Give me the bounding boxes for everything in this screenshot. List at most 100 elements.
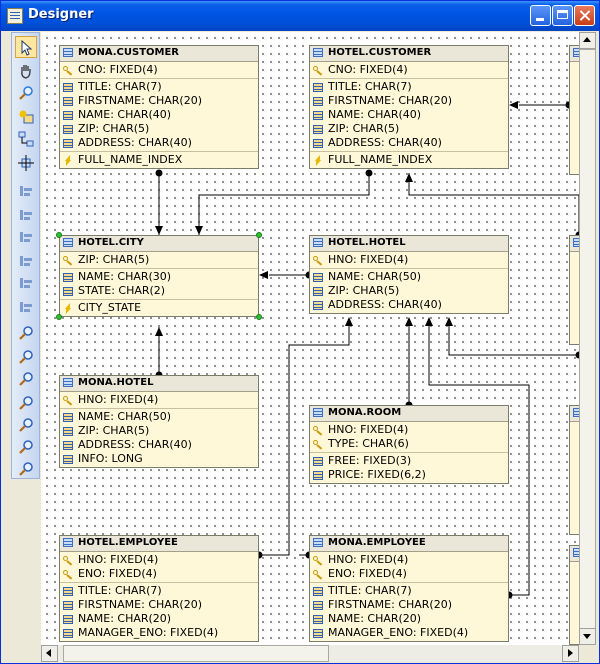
field-row[interactable]: CITY_STATE: [60, 301, 258, 315]
entity-header[interactable]: MONA.ROOM: [310, 406, 508, 422]
field-row[interactable]: NAME: CHAR(40): [310, 108, 508, 122]
field-row[interactable]: NAME: CHAR(20): [310, 612, 508, 626]
entity-header[interactable]: MONA.EMPLOYEE: [310, 536, 508, 552]
vertical-scrollbar[interactable]: [579, 32, 596, 645]
field-row[interactable]: NAME: CHAR(20): [60, 612, 258, 626]
horizontal-scroll-thumb[interactable]: [63, 645, 329, 662]
field-row[interactable]: CNO: FIXED(4): [60, 63, 258, 77]
add-relation-icon[interactable]: [15, 128, 37, 150]
field-row[interactable]: FIRSTNAME: CHAR(20): [310, 598, 508, 612]
zoom-icon[interactable]: [15, 82, 37, 104]
selection-handle[interactable]: [256, 232, 262, 238]
entity-header[interactable]: MONA.CUSTOMER: [60, 46, 258, 62]
field-row[interactable]: ZIP: CHAR(5): [310, 284, 508, 298]
field-row[interactable]: TITLE: CHAR(7): [310, 584, 508, 598]
maximize-button[interactable]: [552, 5, 573, 26]
zoom-page-icon[interactable]: [15, 458, 37, 480]
align-top-icon[interactable]: [15, 250, 37, 272]
field-row[interactable]: NAME: CHAR(50): [310, 270, 508, 284]
scroll-left-button[interactable]: [41, 645, 58, 662]
pointer-icon[interactable]: [15, 36, 37, 58]
hand-icon[interactable]: [15, 60, 37, 82]
field-row[interactable]: TITLE: CHAR(7): [310, 80, 508, 94]
field-row[interactable]: NAME: CHAR(50): [60, 410, 258, 424]
minimize-button[interactable]: [530, 5, 551, 26]
field-row[interactable]: TYPE: CHAR(6): [310, 437, 508, 451]
field-row[interactable]: ADDRESS: CHAR(40): [60, 136, 258, 150]
field-row[interactable]: HNO: FIXED(4): [310, 423, 508, 437]
field-row[interactable]: ZIP: CHAR(5): [60, 424, 258, 438]
entity-header[interactable]: HOTEL.EMPLOYEE: [60, 536, 258, 552]
vertical-scroll-thumb[interactable]: [579, 49, 596, 631]
field-row[interactable]: HNO: FIXED(4): [310, 253, 508, 267]
field-row[interactable]: ZIP: CHAR(5): [60, 122, 258, 136]
relation-line[interactable]: [259, 323, 350, 556]
field-row[interactable]: NAME: CHAR(30): [60, 270, 258, 284]
horizontal-scrollbar[interactable]: [41, 645, 579, 662]
field-row[interactable]: FIRSTNAME: CHAR(20): [310, 94, 508, 108]
field-row[interactable]: MANAGER_ENO: FIXED(4): [310, 626, 508, 640]
zoom-width-icon[interactable]: [15, 414, 37, 436]
entity-header[interactable]: HOTEL.CUSTOMER: [310, 46, 508, 62]
selection-handle[interactable]: [256, 314, 262, 320]
entity-header[interactable]: HOTEL.CITY: [60, 236, 258, 252]
field-row[interactable]: ENO: FIXED(4): [60, 567, 258, 581]
align-bottom-icon[interactable]: [15, 296, 37, 318]
zoom-fit-icon[interactable]: [15, 368, 37, 390]
field-row[interactable]: HNO: FIXED(4): [60, 393, 258, 407]
field-row[interactable]: MANAGER_ENO: FIXED(4): [60, 626, 258, 640]
field-row[interactable]: FIRSTNAME: CHAR(20): [60, 94, 258, 108]
align-center-icon[interactable]: [15, 204, 37, 226]
field-row[interactable]: TITLE: CHAR(7): [60, 584, 258, 598]
field-row[interactable]: FULL_NAME_INDEX: [60, 153, 258, 167]
selection-handle[interactable]: [56, 314, 62, 320]
field-row[interactable]: ZIP: CHAR(5): [310, 122, 508, 136]
field-row[interactable]: CNO: FIXED(4): [310, 63, 508, 77]
entity-header[interactable]: MONA.HOTEL: [60, 376, 258, 392]
field-row[interactable]: ENO: FIXED(4): [310, 567, 508, 581]
title-bar[interactable]: Designer: [1, 1, 599, 31]
field-row[interactable]: ADDRESS: CHAR(40): [310, 136, 508, 150]
entity-header[interactable]: HOTEL.HOTEL: [310, 236, 508, 252]
center-icon[interactable]: [15, 152, 37, 174]
field-row[interactable]: STATE: CHAR(2): [60, 284, 258, 298]
zoom-100-icon[interactable]: [15, 392, 37, 414]
add-table-icon[interactable]: [15, 106, 37, 128]
field-row[interactable]: ADDRESS: CHAR(40): [310, 298, 508, 312]
zoom-in-icon[interactable]: [15, 322, 37, 344]
field-row[interactable]: FIRSTNAME: CHAR(20): [60, 598, 258, 612]
field-row[interactable]: NAME: CHAR(40): [60, 108, 258, 122]
field-row[interactable]: TITLE: CHAR(7): [60, 80, 258, 94]
align-right-icon[interactable]: [15, 226, 37, 248]
relation-line[interactable]: [408, 173, 580, 235]
relation-line[interactable]: [448, 323, 579, 356]
relation-line[interactable]: [198, 173, 370, 235]
field-row[interactable]: ADDRESS: CHAR(40): [60, 438, 258, 452]
zoom-out-icon[interactable]: [15, 346, 37, 368]
field-row[interactable]: FREE: FIXED(3): [310, 454, 508, 468]
scroll-right-button[interactable]: [562, 645, 579, 662]
scroll-up-button[interactable]: [579, 32, 596, 49]
field-row[interactable]: HNO: FIXED(4): [60, 553, 258, 567]
selection-handle[interactable]: [56, 232, 62, 238]
field-row[interactable]: PRICE: FIXED(6,2): [310, 468, 508, 482]
field-row[interactable]: HNO: FIXED(4): [310, 553, 508, 567]
field-row[interactable]: FULL_NAME_INDEX: [310, 153, 508, 167]
align-left-icon[interactable]: [15, 180, 37, 202]
relation-line[interactable]: [428, 323, 530, 596]
align-middle-icon[interactable]: [15, 272, 37, 294]
close-button[interactable]: [574, 5, 595, 26]
scroll-down-button[interactable]: [579, 628, 596, 645]
zoom-height-icon[interactable]: [15, 436, 37, 458]
field-row[interactable]: ZIP: CHAR(5): [60, 253, 258, 267]
field-row[interactable]: INFO: LONG: [60, 452, 258, 466]
